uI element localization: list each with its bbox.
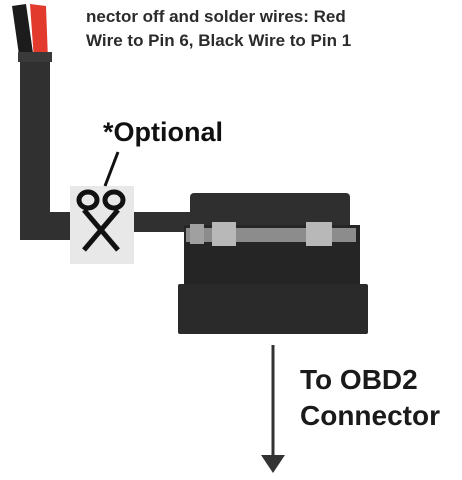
red-wire-end (30, 4, 48, 60)
band-clip-mid (190, 224, 204, 244)
scissors-icon (76, 189, 126, 252)
optional-label: *Optional (103, 117, 223, 147)
wire-ends (12, 4, 48, 62)
cable-vertical (20, 56, 50, 226)
obd-connector (178, 193, 368, 334)
cable-bend (20, 212, 80, 240)
connector-base (178, 284, 368, 334)
cable-horizontal (130, 212, 200, 232)
arrow-down-icon (261, 345, 285, 473)
destination-line-2: Connector (300, 400, 440, 431)
destination-label: To OBD2 Connector (300, 362, 440, 434)
cable (18, 52, 200, 240)
optional-pointer (103, 151, 120, 187)
instruction-line-1: nector off and solder wires: Red (86, 7, 346, 26)
connector-top (190, 193, 350, 229)
destination-line-1: To OBD2 (300, 364, 418, 395)
cut-point (70, 186, 134, 264)
instruction-line-2: Wire to Pin 6, Black Wire to Pin 1 (86, 31, 352, 50)
band-clip-right (306, 222, 332, 246)
black-wire-end (12, 4, 34, 62)
band-clip-left (212, 222, 236, 246)
cable-sheath-cap (18, 52, 52, 62)
